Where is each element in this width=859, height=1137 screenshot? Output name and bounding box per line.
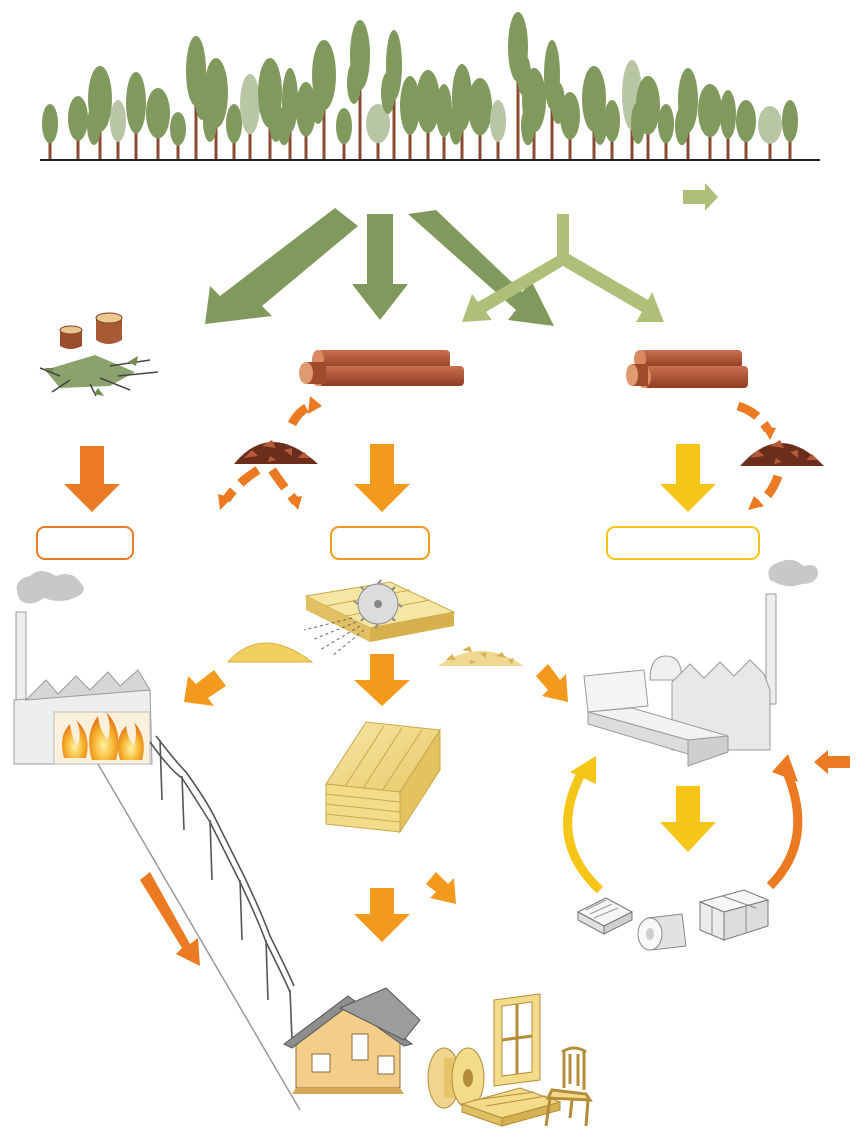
- recycle-arrowhead-yellow: [570, 756, 596, 784]
- arrow-mill-to-paper: [660, 786, 716, 852]
- arrow-pulpwood-down: [660, 444, 716, 512]
- bark-arrowhead: [748, 496, 764, 510]
- stumps-branches-icon: [39, 312, 159, 397]
- arrow-recycled-input: [814, 750, 850, 774]
- power-plant-icon: [13, 571, 153, 765]
- newspaper-icon: [576, 897, 634, 935]
- arrow-lumber-to-products: [426, 872, 456, 904]
- sawlog-pile-icon: [299, 350, 464, 386]
- window-frame-icon: [493, 993, 541, 1087]
- wood-chips-icon: [740, 440, 824, 466]
- wood-chips-icon: [438, 646, 524, 666]
- arrow-sawmill-to-lumber: [354, 654, 410, 706]
- residues-label-box: [36, 526, 134, 560]
- arrow-to-pulpwood: [408, 210, 554, 326]
- bark-arrowhead: [288, 496, 302, 510]
- house-icon: [283, 987, 421, 1094]
- small-green-arrow: [683, 183, 718, 211]
- sawlogs-label-box: [330, 526, 430, 560]
- wood-chips-icon: [234, 440, 318, 464]
- bark-arrowhead: [218, 494, 232, 510]
- pulpwood-label-box: [606, 526, 760, 560]
- lumber-stack-icon: [325, 721, 441, 834]
- paper-package-icon: [698, 889, 770, 941]
- arrow-to-residues: [205, 208, 358, 324]
- bark-arrowhead: [762, 426, 776, 440]
- pallet-icon: [460, 1087, 562, 1127]
- paper-mill-icon: [583, 559, 818, 767]
- recycle-arc-orange: [766, 768, 803, 890]
- chair-icon: [544, 1046, 593, 1127]
- cable-reel-icon: [427, 1047, 485, 1109]
- power-line-icon: [149, 735, 295, 1041]
- electricity-wire: [97, 763, 301, 1111]
- arrow-electricity: [140, 872, 200, 966]
- arrow-lumber-down: [354, 888, 410, 942]
- sawdust-icon: [226, 642, 314, 663]
- arrow-residues-down: [64, 446, 120, 512]
- arrow-chips-to-mill: [536, 664, 568, 702]
- pulpwood-pile-icon: [626, 350, 748, 388]
- recycle-arc-yellow: [563, 769, 604, 894]
- bark-arrowhead: [308, 396, 322, 414]
- arrow-light-y: [462, 214, 664, 322]
- harvest-arrows: [205, 208, 664, 326]
- toilet-roll-icon: [637, 913, 687, 951]
- arrow-sawdust-to-plant: [184, 670, 226, 706]
- arrow-sawlogs-down: [354, 444, 410, 512]
- arrow-to-sawlogs: [352, 214, 408, 320]
- forest-icon: [42, 12, 798, 160]
- recycle-arrowhead-orange: [772, 754, 798, 782]
- sawmill-icon: [303, 579, 456, 657]
